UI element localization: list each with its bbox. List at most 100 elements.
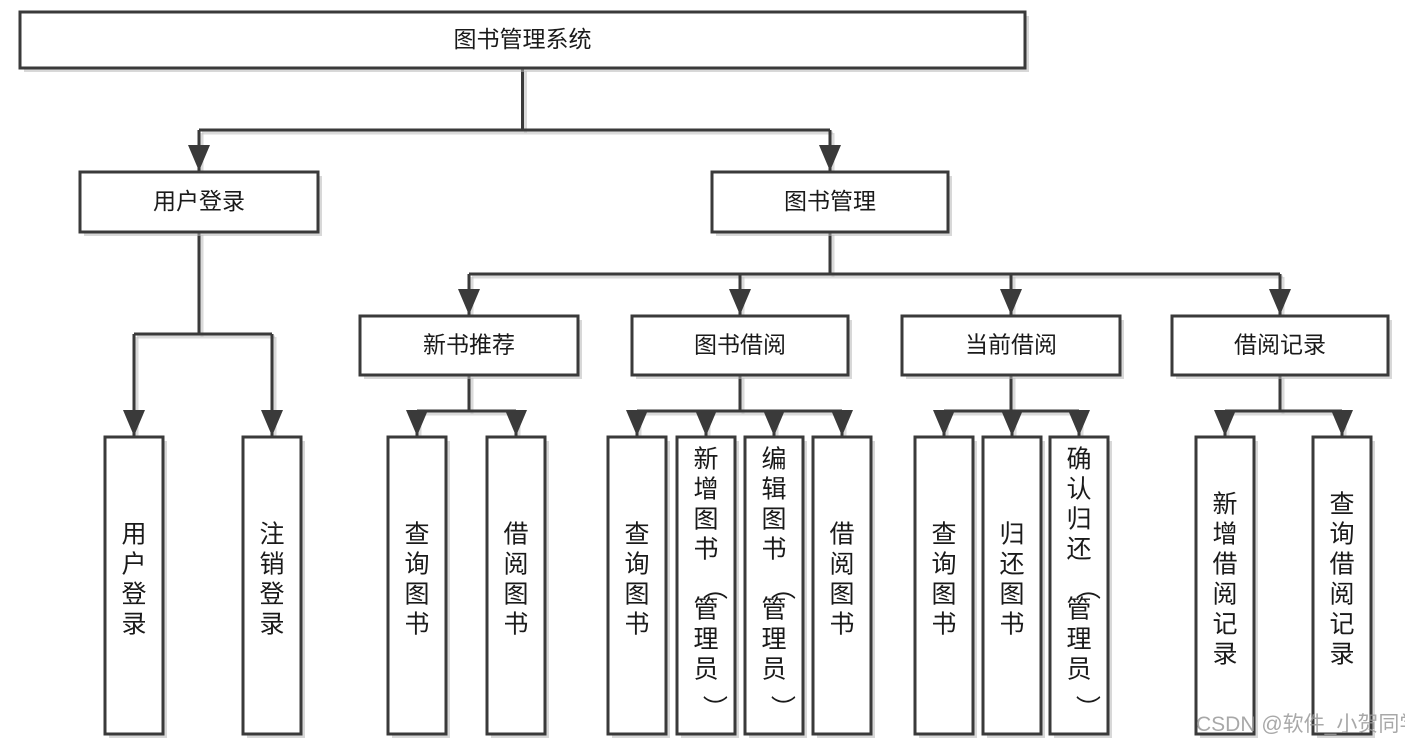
node-label: 图书管理 (784, 188, 876, 214)
node-book-borrow[interactable]: 图书借阅 (630, 314, 852, 379)
node-label-char: 增 (693, 476, 718, 504)
arrow-head-icon (695, 410, 717, 436)
node-label-char: 阅 (1329, 581, 1354, 609)
node-label-char: （ (1073, 575, 1101, 600)
node-label-char: 图 (624, 581, 649, 609)
node-label-char: 员 (761, 656, 786, 684)
node-label-char: 书 (999, 611, 1024, 639)
node-label-char: 编 (761, 446, 786, 474)
node-boxes-layer: 图书管理系统用户登录图书管理新书推荐图书借阅当前借阅借阅记录用户登录注销登录查询… (18, 10, 1392, 738)
node-borrow-record[interactable]: 借阅记录 (1170, 314, 1392, 379)
node-label-char: 查 (404, 521, 429, 549)
node-label-char: 录 (1212, 641, 1237, 669)
node-label-char: 询 (1329, 521, 1354, 549)
node-label-char: 确 (1066, 446, 1091, 474)
node-label-char: 辑 (761, 476, 786, 504)
node-user-login[interactable]: 用户登录 (78, 170, 322, 236)
arrow-head-icon (626, 410, 648, 436)
arrow-head-icon (1269, 289, 1291, 315)
node-label-char: 阅 (503, 551, 528, 579)
arrow-head-icon (831, 410, 853, 436)
node-label-char: 员 (1066, 656, 1091, 684)
node-label-char: 登 (121, 581, 146, 609)
arrow-head-icon (188, 145, 210, 171)
node-label-char: 书 (829, 611, 854, 639)
node-label-char: 阅 (829, 551, 854, 579)
arrow-head-icon (729, 289, 751, 315)
node-label-char: 查 (624, 521, 649, 549)
node-label-char: 查 (1329, 491, 1354, 519)
node-label-char: 管 (1066, 596, 1091, 624)
node-label-char: 录 (121, 611, 146, 639)
node-current-borrow[interactable]: 当前借阅 (900, 314, 1124, 379)
node-label-char: 还 (999, 551, 1024, 579)
arrow-head-icon (1068, 410, 1090, 436)
node-label-char: 借 (829, 521, 854, 549)
node-label-char: 录 (259, 611, 284, 639)
node-label-char: 登 (259, 581, 284, 609)
node-label-char: 录 (1329, 641, 1354, 669)
node-label-char: 管 (761, 596, 786, 624)
node-label-char: 销 (259, 551, 284, 579)
node-label-char: 图 (761, 506, 786, 534)
arrow-head-icon (1001, 410, 1023, 436)
node-label-char: 阅 (1212, 581, 1237, 609)
node-label-char: 认 (1066, 476, 1091, 504)
node-label-char: 图 (693, 506, 718, 534)
arrow-head-icon (1000, 289, 1022, 315)
node-label-char: （ (768, 575, 796, 600)
node-label-char: 员 (693, 656, 718, 684)
node-label: 图书管理系统 (454, 26, 592, 52)
node-label-char: 增 (1212, 521, 1237, 549)
node-label-char: 书 (931, 611, 956, 639)
arrow-head-icon (123, 410, 145, 436)
node-label-char: 还 (1066, 536, 1091, 564)
node-label-char: 理 (693, 626, 718, 654)
node-label: 用户登录 (153, 188, 245, 214)
node-label-char: 图 (829, 581, 854, 609)
node-label-char: 书 (624, 611, 649, 639)
node-label-char: 理 (761, 626, 786, 654)
arrow-head-icon (819, 145, 841, 171)
node-label-char: 图 (999, 581, 1024, 609)
node-label-char: 书 (761, 536, 786, 564)
arrow-head-icon (1214, 410, 1236, 436)
arrow-head-icon (763, 410, 785, 436)
node-label-char: ） (700, 695, 728, 720)
node-new-book-rec[interactable]: 新书推荐 (358, 314, 582, 379)
node-label-char: 询 (404, 551, 429, 579)
arrow-head-icon (406, 410, 428, 436)
node-label-char: 书 (693, 536, 718, 564)
csdn-watermark: CSDN @软件_小贺同学 (1196, 713, 1405, 736)
node-label-char: 理 (1066, 626, 1091, 654)
node-label-char: 借 (1212, 551, 1237, 579)
node-label: 借阅记录 (1234, 332, 1326, 358)
node-label-char: 询 (931, 551, 956, 579)
node-label-char: 询 (624, 551, 649, 579)
node-label-char: 用 (121, 521, 146, 549)
node-label-char: 归 (999, 521, 1024, 549)
node-label-char: （ (700, 575, 728, 600)
node-label-char: 记 (1329, 611, 1354, 639)
node-label: 图书借阅 (694, 332, 786, 358)
node-leaf-user-login[interactable]: 用户登录 (103, 435, 167, 738)
node-label-char: ） (1073, 695, 1101, 720)
node-book-manage[interactable]: 图书管理 (710, 170, 952, 236)
node-root-root[interactable]: 图书管理系统 (18, 10, 1029, 72)
node-label-char: 书 (404, 611, 429, 639)
node-label-char: 新 (1212, 491, 1237, 519)
node-label-char: 管 (693, 596, 718, 624)
